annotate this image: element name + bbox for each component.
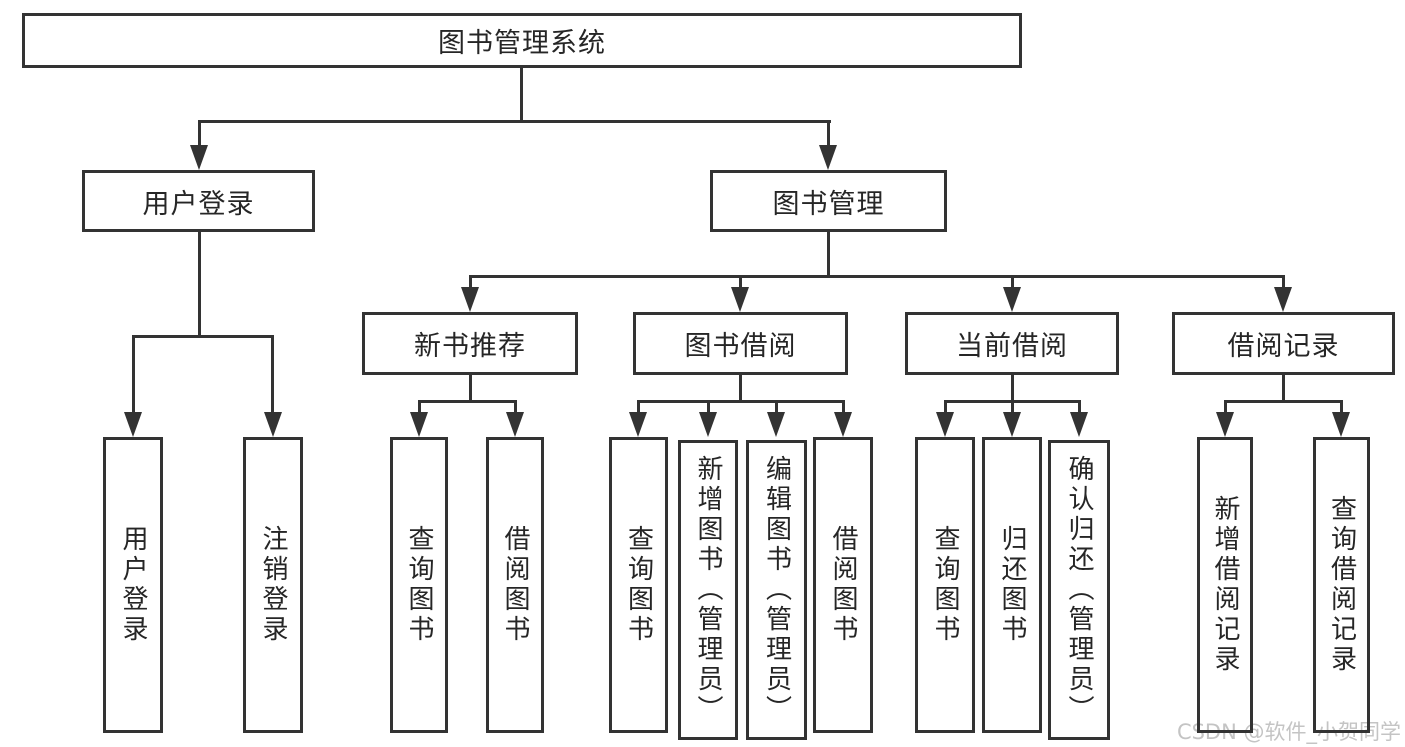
leaf-rec-borrow-book: 借阅图书	[486, 437, 544, 733]
node-current-borrow-label: 当前借阅	[956, 331, 1068, 362]
leaf-user-login-label: 用户登录	[118, 525, 148, 645]
arrow-down-icon	[124, 412, 142, 437]
leaf-borrow-query-book: 查询图书	[609, 437, 668, 733]
connector-drop-book-borrow	[739, 275, 742, 290]
connector-borrow-stub	[739, 375, 742, 402]
leaf-borrow-query-book-label: 查询图书	[623, 525, 654, 645]
leaf-borrow-borrow-book-label: 借阅图书	[828, 525, 858, 645]
leaf-logout-label: 注销登录	[258, 525, 288, 645]
arrow-down-icon	[1332, 412, 1350, 437]
connector-drop-leaf-user-login	[132, 335, 135, 415]
connector-drop-rec-borrow	[514, 400, 517, 415]
node-new-book-recommend-label: 新书推荐	[414, 331, 526, 362]
node-borrow-records: 借阅记录	[1172, 312, 1395, 375]
node-root: 图书管理系统	[22, 13, 1022, 68]
node-current-borrow: 当前借阅	[905, 312, 1119, 375]
arrow-down-icon	[629, 412, 647, 437]
connector-drop-user-login	[198, 120, 201, 148]
leaf-add-borrow-record: 新增借阅记录	[1197, 437, 1253, 733]
node-new-book-recommend: 新书推荐	[362, 312, 578, 375]
connector-rec-horizontal	[418, 400, 517, 403]
connector-user-login-stub	[198, 232, 201, 335]
connector-root-stub	[520, 68, 523, 122]
connector-drop-book-mgmt	[827, 120, 830, 148]
connector-drop-current-query	[944, 400, 947, 415]
leaf-add-book-admin: 新增图书（管理员）	[678, 440, 738, 740]
arrow-down-icon	[506, 412, 524, 437]
leaf-rec-borrow-book-label: 借阅图书	[500, 525, 530, 645]
connector-drop-confirm-return	[1078, 400, 1081, 415]
connector-drop-new-book-recommend	[469, 275, 472, 290]
arrow-down-icon	[699, 412, 717, 437]
connector-drop-borrow-query	[637, 400, 640, 415]
connector-drop-add-book	[707, 400, 710, 415]
leaf-confirm-return-admin-label: 确认归还（管理员）	[1064, 455, 1094, 725]
leaf-query-borrow-record-label: 查询借阅记录	[1326, 495, 1357, 675]
connector-records-stub	[1282, 375, 1285, 402]
arrow-down-icon	[461, 287, 479, 312]
node-user-login-label: 用户登录	[142, 188, 255, 220]
node-book-borrow-label: 图书借阅	[684, 331, 797, 362]
leaf-query-borrow-record: 查询借阅记录	[1313, 437, 1370, 733]
arrow-down-icon	[410, 412, 428, 437]
arrow-down-icon	[819, 145, 837, 170]
connector-drop-edit-book	[775, 400, 778, 415]
connector-borrow-horizontal	[637, 400, 844, 403]
leaf-current-query-book: 查询图书	[915, 437, 975, 733]
connector-drop-borrow-book	[842, 400, 845, 415]
leaf-add-book-admin-label: 新增图书（管理员）	[693, 455, 723, 725]
arrow-down-icon	[1216, 412, 1234, 437]
arrow-down-icon	[936, 412, 954, 437]
connector-drop-rec-query	[418, 400, 421, 415]
connector-drop-return-book	[1011, 400, 1014, 415]
leaf-current-query-book-label: 查询图书	[930, 525, 960, 645]
connector-drop-borrow-records	[1282, 275, 1285, 290]
leaf-return-book: 归还图书	[982, 437, 1042, 733]
connector-drop-add-record	[1224, 400, 1227, 415]
connector-rec-stub	[469, 375, 472, 402]
arrow-down-icon	[1003, 412, 1021, 437]
arrow-down-icon	[1070, 412, 1088, 437]
arrow-down-icon	[731, 287, 749, 312]
leaf-edit-book-admin: 编辑图书（管理员）	[746, 440, 807, 740]
leaf-rec-query-book-label: 查询图书	[404, 525, 434, 645]
connector-root-horizontal	[198, 120, 831, 123]
arrow-down-icon	[1274, 287, 1292, 312]
connector-user-login-horizontal	[132, 335, 274, 338]
node-user-login: 用户登录	[82, 170, 315, 232]
arrow-down-icon	[190, 145, 208, 170]
connector-book-mgmt-horizontal	[469, 275, 1284, 278]
node-book-management: 图书管理	[710, 170, 947, 232]
arrow-down-icon	[264, 412, 282, 437]
leaf-return-book-label: 归还图书	[997, 525, 1027, 645]
node-book-borrow: 图书借阅	[633, 312, 848, 375]
arrow-down-icon	[1003, 287, 1021, 312]
connector-records-horizontal	[1224, 400, 1342, 403]
leaf-rec-query-book: 查询图书	[390, 437, 448, 733]
connector-drop-query-record	[1340, 400, 1343, 415]
arrow-down-icon	[767, 412, 785, 437]
leaf-borrow-borrow-book: 借阅图书	[813, 437, 873, 733]
connector-current-stub	[1011, 375, 1014, 402]
leaf-add-borrow-record-label: 新增借阅记录	[1210, 495, 1240, 675]
node-borrow-records-label: 借阅记录	[1227, 331, 1340, 362]
node-root-label: 图书管理系统	[438, 28, 606, 59]
node-book-management-label: 图书管理	[772, 188, 885, 220]
leaf-confirm-return-admin: 确认归还（管理员）	[1048, 440, 1110, 740]
connector-drop-leaf-logout	[271, 335, 274, 415]
leaf-edit-book-admin-label: 编辑图书（管理员）	[761, 455, 792, 725]
connector-book-mgmt-stub	[827, 232, 830, 277]
leaf-user-login: 用户登录	[103, 437, 163, 733]
arrow-down-icon	[834, 412, 852, 437]
leaf-logout: 注销登录	[243, 437, 303, 733]
connector-drop-current-borrow	[1011, 275, 1014, 290]
